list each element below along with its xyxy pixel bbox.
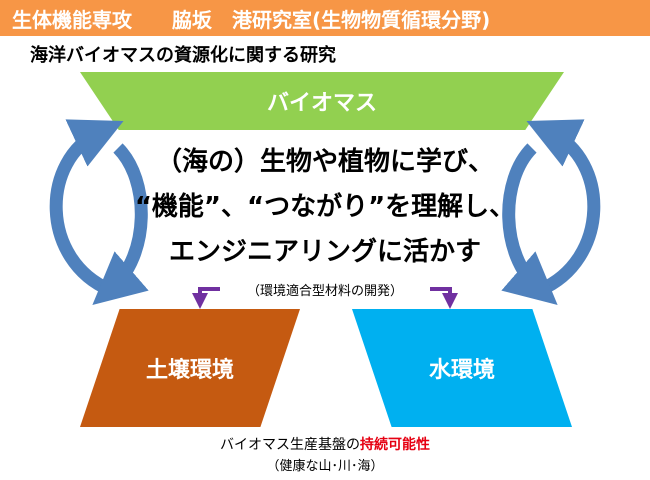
header-department: 生体機能専攻 [12, 7, 132, 32]
footer-highlight: 持続可能性 [360, 437, 430, 453]
left-up-arrow [49, 119, 124, 296]
purple-arrow-left [192, 287, 220, 309]
header-lab: 脇坂 港研究室(生物物質循環分野) [172, 7, 491, 32]
main-message: （海の）生物や植物に学び、 “機能”、“つながり”を理解し、 エンジニアリングに… [120, 140, 530, 275]
development-note: （環境適合型材料の開発） [246, 284, 403, 299]
right-down-arrow [501, 143, 558, 306]
main-line-1: （海の）生物や植物に学び、 [155, 147, 494, 177]
water-label: 水環境 [428, 358, 495, 383]
soil-parallelogram [80, 309, 300, 427]
biomass-trapezoid [80, 72, 564, 130]
main-line-2: “機能”、“つながり”を理解し、 [134, 192, 516, 222]
soil-label: 土壌環境 [145, 358, 234, 383]
footer-note: （健康な山･川･海） [266, 459, 384, 474]
header-bar: 生体機能専攻 脇坂 港研究室(生物物質循環分野) [0, 0, 650, 36]
footer-prefix: バイオマス生産基盤の [220, 437, 360, 453]
subtitle: 海洋バイオマスの資源化に関する研究 [30, 45, 336, 66]
main-line-3: エンジニアリングに活かす [168, 237, 481, 267]
purple-arrow-right [430, 287, 458, 309]
footer-sustainability: バイオマス生産基盤の持続可能性 [0, 434, 650, 454]
right-up-arrow [526, 119, 601, 296]
biomass-label: バイオマス [266, 91, 377, 116]
left-down-arrow [92, 143, 149, 306]
water-parallelogram [352, 309, 572, 427]
